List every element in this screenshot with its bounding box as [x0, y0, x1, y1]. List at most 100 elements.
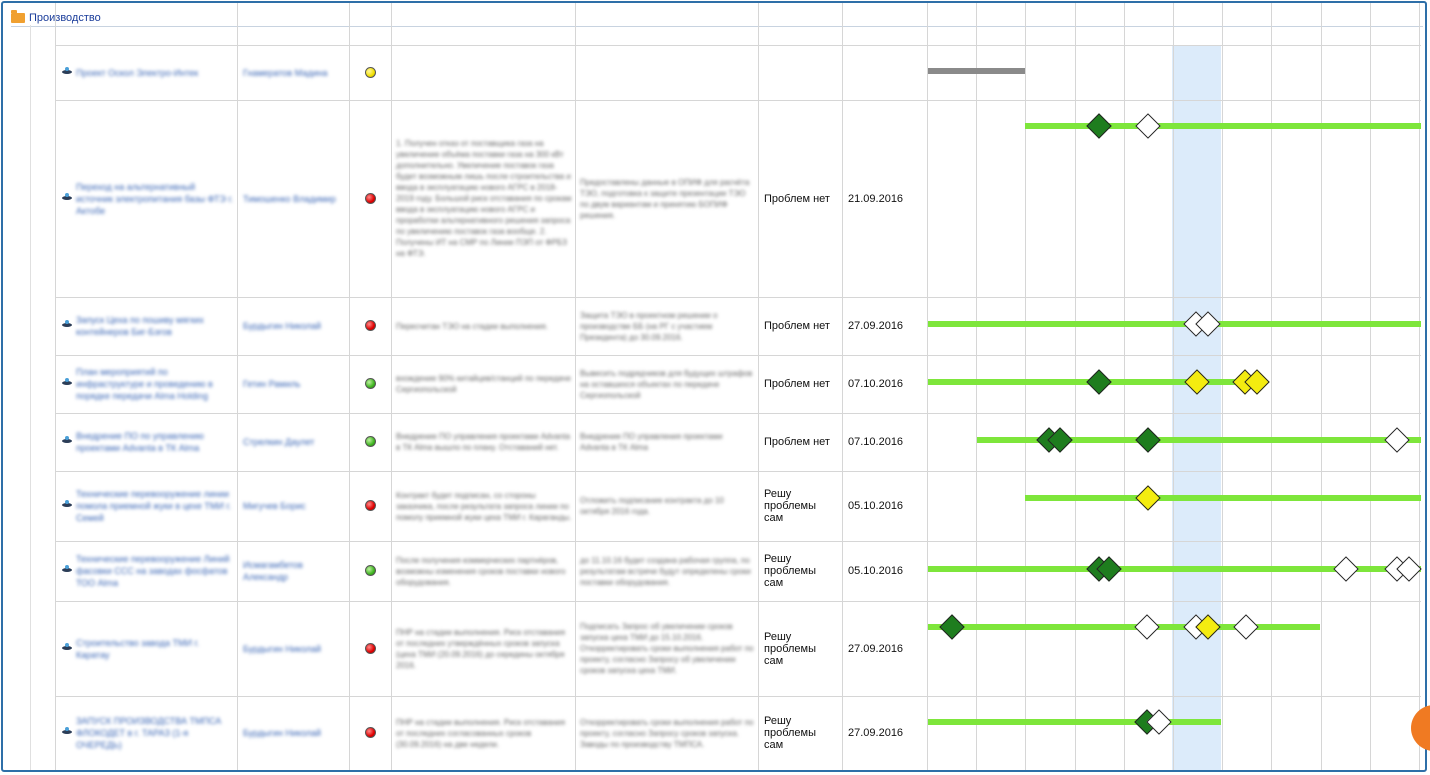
owner-link[interactable]: Тимошенко Владимир	[243, 104, 343, 293]
gantt-bar[interactable]	[928, 566, 1421, 572]
action-text: Внедрение ПО управления проектами Advant…	[580, 432, 723, 452]
owner-link[interactable]: Бурдыгин Николай	[243, 700, 343, 766]
project-name-link[interactable]: Строительство завода ТМИ г. Каратау	[76, 605, 234, 692]
milestone-completed-icon[interactable]	[1135, 427, 1161, 453]
problem-status	[764, 47, 836, 98]
project-name-text: План мероприятий по инфраструктуре и про…	[76, 367, 213, 401]
project-name-link[interactable]: Технические перевооружение Линий фасовки…	[76, 545, 234, 597]
gantt-grid-line	[1075, 3, 1076, 770]
project-name-link[interactable]: Внедрение ПО по управлению проектами Adv…	[76, 417, 234, 467]
report-date-text: 05.10.2016	[848, 500, 904, 512]
gantt-grid-line	[1271, 3, 1272, 770]
issue-text: вхождение 90% китайцев/станций по переда…	[396, 374, 571, 394]
project-name-text: Строительство завода ТМИ г. Каратау	[76, 637, 200, 660]
report-date: 05.10.2016	[848, 543, 924, 599]
issue-description: вхождение 90% китайцев/станций по переда…	[396, 358, 572, 410]
row-divider	[55, 297, 1421, 298]
project-name-link[interactable]: Запуск Цеха по пошиву мягких контейнеров…	[76, 301, 234, 351]
report-date: 07.10.2016	[848, 415, 924, 469]
project-name-text: Запуск Цеха по пошиву мягких контейнеров…	[76, 315, 204, 337]
owner-link[interactable]: Бурдыгин Николай	[243, 605, 343, 692]
project-name-link[interactable]: Проект Оскол Электро-Интек	[76, 49, 234, 96]
milestone-planned-icon[interactable]	[1233, 614, 1259, 640]
milestone-planned-icon[interactable]	[1333, 556, 1359, 582]
issue-text: 1. Получен отказ от поставщика газа на у…	[396, 139, 572, 258]
problem-status-text: Решу проблемы сам	[764, 488, 817, 524]
project-icon	[61, 565, 73, 573]
owner-name-text: Тимошенко Владимир	[243, 193, 336, 204]
gantt-bar[interactable]	[1025, 495, 1421, 501]
row-divider	[55, 471, 1421, 472]
report-date	[848, 47, 924, 98]
project-icon	[61, 727, 73, 735]
issue-text: Пересчитан ТЭО на стадии выполнения.	[396, 321, 548, 331]
section-title[interactable]: Производство	[29, 12, 101, 24]
current-period-highlight	[1172, 45, 1221, 770]
gantt-bar[interactable]	[928, 321, 1421, 327]
owner-name-text: Бурдыгин Николай	[243, 321, 322, 331]
status-indicator-red	[365, 500, 376, 511]
problem-status: Проблем нет	[764, 415, 836, 469]
milestone-planned-icon[interactable]	[1134, 614, 1160, 640]
report-date-text: 27.09.2016	[848, 727, 904, 739]
gantt-bar[interactable]	[928, 624, 1320, 630]
gantt-bar[interactable]	[928, 719, 1221, 725]
status-indicator-green	[365, 378, 376, 389]
action-description: Внедрение ПО управления проектами Advant…	[580, 416, 754, 468]
issue-text: После получения коммерческих партнёров, …	[396, 555, 566, 587]
row-divider	[55, 770, 1421, 771]
owner-link[interactable]: Бурдыгин Николай	[243, 301, 343, 351]
milestone-completed-icon[interactable]	[939, 614, 965, 640]
owner-name-text: Гнамератов Мадина	[243, 67, 328, 78]
report-date-text: 27.09.2016	[848, 642, 904, 655]
project-name-link[interactable]: ЗАПУСК ПРОИЗВОДСТВА ТМПСА ФЛОКОДЕТ в г. …	[76, 700, 234, 766]
section-header[interactable]: Производство	[11, 8, 101, 28]
gantt-grid-line	[1370, 3, 1371, 770]
project-name-text: Проект Оскол Электро-Интек	[76, 67, 199, 78]
report-date-text: 07.10.2016	[848, 378, 904, 390]
owner-link[interactable]: Гетин Рамиль	[243, 359, 343, 409]
header-divider	[11, 26, 1423, 27]
milestone-planned-icon[interactable]	[1135, 113, 1161, 139]
action-description: Предоставлены данные в ОПИФ для расчёта …	[580, 103, 754, 294]
owner-link[interactable]: Стрелкин Даулет	[243, 417, 343, 467]
milestone-planned-icon[interactable]	[1384, 427, 1410, 453]
gantt-grid-line	[1222, 3, 1223, 770]
action-text: Вывесить подрядчиков для будущих штрафов…	[580, 368, 753, 400]
gantt-grid-line	[1321, 3, 1322, 770]
action-text: Подписать Запрос об увеличении сроков за…	[580, 622, 754, 675]
issue-description: 1. Получен отказ от поставщика газа на у…	[396, 103, 572, 294]
action-text: Предоставлены данные в ОПИФ для расчёта …	[580, 177, 750, 220]
project-name-link[interactable]: План мероприятий по инфраструктуре и про…	[76, 359, 234, 409]
report-date-text: 21.09.2016	[848, 192, 904, 205]
report-date-text: 05.10.2016	[848, 565, 904, 577]
milestone-completed-icon[interactable]	[1086, 369, 1112, 395]
gantt-bar[interactable]	[1025, 123, 1421, 129]
project-icon	[61, 192, 73, 201]
project-name-text: Технические перевооружение линии помола …	[76, 489, 232, 523]
row-divider	[55, 601, 1421, 602]
problem-status-text: Проблем нет	[764, 436, 830, 448]
project-icon	[61, 500, 73, 508]
row-divider	[55, 45, 1421, 46]
milestone-warning-icon[interactable]	[1135, 485, 1161, 511]
project-name-text: Внедрение ПО по управлению проектами Adv…	[76, 431, 204, 453]
problem-status: Решу проблемы сам	[764, 698, 836, 768]
gantt-bar-gray[interactable]	[928, 68, 1025, 74]
help-button[interactable]	[1411, 705, 1430, 751]
project-name-link[interactable]: Переход на альтернативный источник элект…	[76, 104, 234, 293]
project-name-text: Технические перевооружение Линий фасовки…	[76, 554, 230, 588]
row-divider	[55, 696, 1421, 697]
issue-text: Внедрение ПО управления проектами Advant…	[396, 432, 571, 452]
project-name-text: ЗАПУСК ПРОИЗВОДСТВА ТМПСА ФЛОКОДЕТ в г. …	[76, 716, 222, 750]
report-date: 27.09.2016	[848, 698, 924, 768]
project-name-link[interactable]: Технические перевооружение линии помола …	[76, 475, 234, 537]
owner-link[interactable]: Гнамератов Мадина	[243, 49, 343, 96]
report-date: 05.10.2016	[848, 473, 924, 539]
owner-link[interactable]: Исмагамбетов Александр	[243, 545, 343, 597]
problem-status: Решу проблемы сам	[764, 543, 836, 599]
milestone-completed-icon[interactable]	[1086, 113, 1112, 139]
gantt-bar[interactable]	[977, 437, 1421, 443]
owner-link[interactable]: Мигучев Борис	[243, 475, 343, 537]
